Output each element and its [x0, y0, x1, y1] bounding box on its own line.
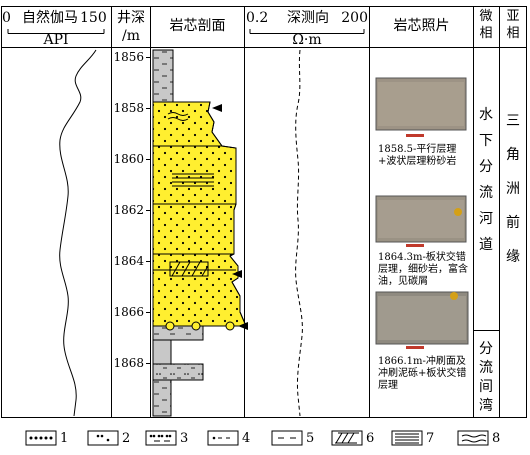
- depth-label: 1864: [113, 254, 144, 268]
- gamma-max: 150: [80, 10, 107, 26]
- core-photos: [375, 77, 469, 349]
- photo-caption-3: 1866.1m-冲刷面及冲刷泥砾+板状交错层理: [378, 356, 467, 391]
- res-min: 0.2: [246, 10, 269, 26]
- depth-label: 1858: [113, 101, 144, 115]
- sub-title: 亚相: [506, 9, 520, 41]
- legend-num-1: 1: [60, 431, 69, 446]
- core-profile: [152, 49, 247, 417]
- microfacies-interdistributary-bay: 分流间湾: [479, 341, 493, 414]
- legend-num-5: 5: [306, 431, 315, 446]
- depth-label: 1860: [113, 152, 144, 166]
- photo-caption-2: 1864.3m-板状交错层理，细砂岩，富含油，见碳屑: [378, 252, 468, 287]
- legend-boxes: [25, 430, 489, 446]
- depth-ticks: [146, 57, 151, 364]
- depth-unit: /m: [122, 28, 140, 44]
- legend-num-7: 7: [426, 431, 435, 446]
- depth-label: 1868: [113, 356, 144, 370]
- legend-num-3: 3: [180, 431, 189, 446]
- depth-label: 1856: [113, 50, 144, 64]
- gamma-ray-curve: [59, 49, 97, 417]
- micro-title: 微相: [479, 9, 493, 41]
- cross-bedding: [169, 261, 209, 277]
- res-unit: Ω·m: [292, 32, 322, 48]
- depth-title: 井深: [117, 10, 145, 26]
- legend-num-6: 6: [366, 431, 375, 446]
- parallel-bedding: [172, 173, 214, 187]
- resistivity-curve: [295, 49, 303, 417]
- legend-num-8: 8: [492, 431, 501, 446]
- subfacies-delta-front: 三角洲前缘: [506, 113, 520, 265]
- depth-label: 1866: [113, 305, 144, 319]
- legend-num-4: 4: [242, 431, 251, 446]
- wavy-bedding: [167, 112, 189, 121]
- legend-symbols: [29, 432, 487, 444]
- profile-title: 岩芯剖面: [169, 18, 226, 34]
- gamma-unit: API: [43, 32, 69, 48]
- legend-num-2: 2: [122, 431, 131, 446]
- microfacies-channel: 水下分流河道: [479, 107, 493, 253]
- mud-clasts: [165, 321, 235, 331]
- frame: [1, 6, 527, 418]
- photo-title: 岩芯照片: [393, 18, 450, 34]
- res-max: 200: [341, 10, 368, 26]
- sample-markers: [212, 104, 248, 330]
- gamma-min: 0: [2, 10, 11, 26]
- photo-caption-1: 1858.5-平行层理+波状层理粉砂岩: [378, 144, 457, 167]
- depth-label: 1862: [113, 203, 144, 217]
- res-title: 深测向: [287, 10, 329, 26]
- gamma-title: 自然伽马: [22, 10, 78, 26]
